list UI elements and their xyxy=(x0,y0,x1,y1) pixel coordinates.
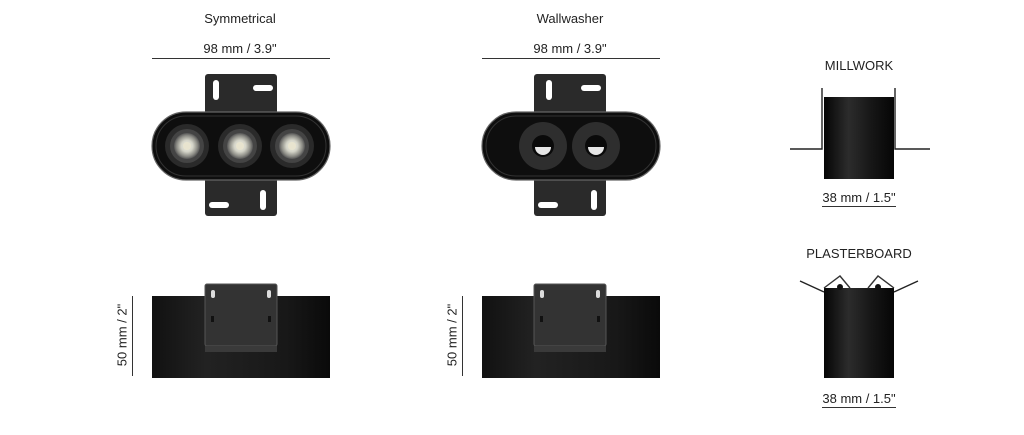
bracket-slot-icon xyxy=(209,202,229,208)
millwork-panel-right xyxy=(894,88,930,150)
led-lens-icon xyxy=(165,124,209,168)
millwork-title: MILLWORK xyxy=(824,58,894,73)
mounting-bracket-side xyxy=(204,283,278,347)
bracket-slot-icon xyxy=(267,290,271,298)
wallwasher-front-view xyxy=(481,74,661,216)
spring-clip-icon xyxy=(867,275,895,289)
symmetrical-side-view xyxy=(152,283,330,378)
plasterboard-left xyxy=(799,280,825,293)
wallwasher-side-view xyxy=(482,283,660,378)
plasterboard-title: PLASTERBOARD xyxy=(806,246,912,261)
bracket-slot-icon xyxy=(253,85,273,91)
bracket-slot-icon xyxy=(581,85,601,91)
bracket-slot-icon xyxy=(591,190,597,210)
symmetrical-height-rule xyxy=(132,296,133,376)
symmetrical-title: Symmetrical xyxy=(204,11,276,26)
bracket-slot-icon xyxy=(596,290,600,298)
mounting-bracket-side xyxy=(533,283,607,347)
bracket-slot-icon xyxy=(260,190,266,210)
symmetrical-width-rule xyxy=(152,58,330,59)
bracket-slot-icon xyxy=(213,80,219,100)
wallwasher-optic-icon xyxy=(519,122,567,170)
wallwasher-width-dim: 98 mm / 3.9" xyxy=(533,41,607,56)
millwork-dim-rule xyxy=(822,206,896,207)
symmetrical-front-view xyxy=(151,74,331,216)
plasterboard-dim-rule xyxy=(822,407,896,408)
fixture-body xyxy=(824,97,894,179)
plasterboard-dim: 38 mm / 1.5" xyxy=(822,391,896,406)
symmetrical-width-dim: 98 mm / 3.9" xyxy=(203,41,277,56)
wallwasher-width-rule xyxy=(482,58,660,59)
bracket-slot-icon xyxy=(538,202,558,208)
bracket-slot-icon xyxy=(540,290,544,298)
millwork-panel-left xyxy=(790,88,823,150)
led-lens-icon xyxy=(270,124,314,168)
millwork-install-diagram xyxy=(790,88,930,179)
housing-oval xyxy=(481,111,661,181)
plasterboard-install-diagram xyxy=(799,275,919,378)
spring-clip-icon xyxy=(823,275,851,289)
fixture-body xyxy=(824,288,894,378)
plasterboard-right xyxy=(893,280,919,293)
wallwasher-optic-icon xyxy=(572,122,620,170)
led-lens-icon xyxy=(218,124,262,168)
bracket-slot-icon xyxy=(211,290,215,298)
bracket-slot-icon xyxy=(546,80,552,100)
wallwasher-title: Wallwasher xyxy=(536,11,604,26)
wallwasher-height-rule xyxy=(462,296,463,376)
millwork-dim: 38 mm / 1.5" xyxy=(822,190,896,205)
